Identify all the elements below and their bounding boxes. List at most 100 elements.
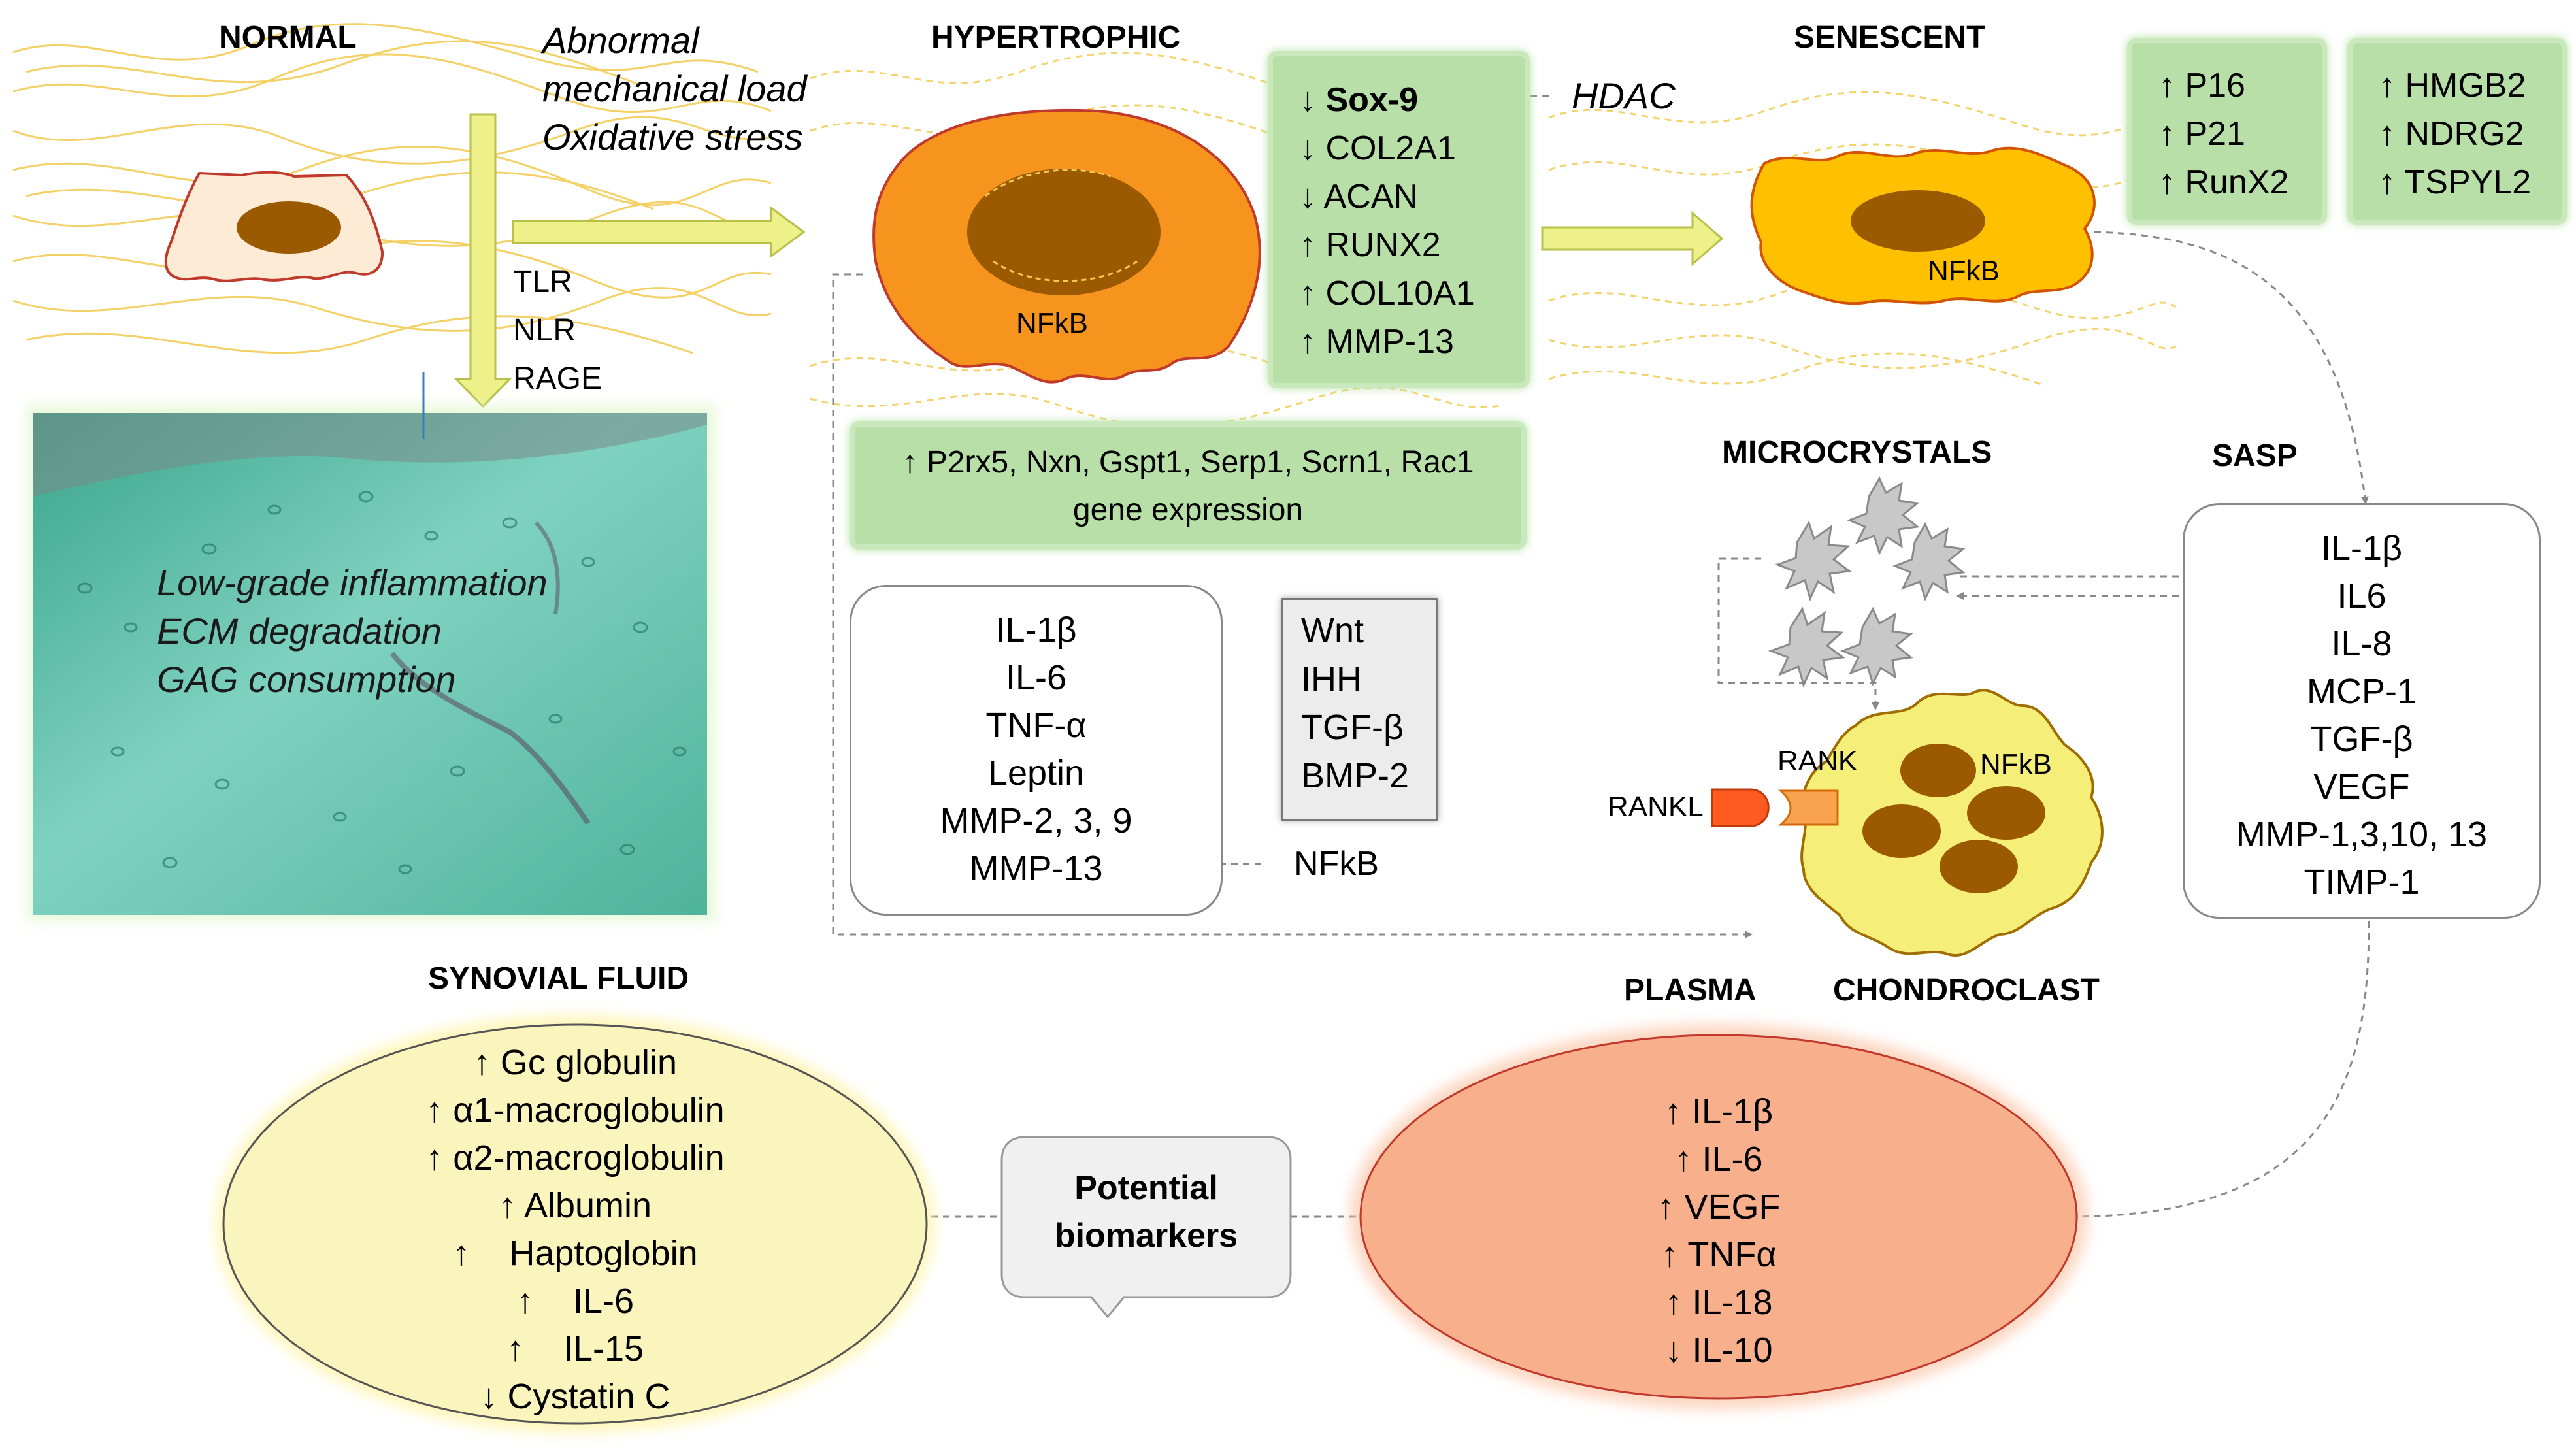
senescent-markers-box-b: ↑ HMGB2 ↑ NDRG2 ↑ TSPYL2 [2347, 38, 2567, 225]
arrow-icon: ↓ [1664, 1330, 1683, 1370]
chondroclast-nfkb-label: NFkB [1980, 748, 2052, 780]
hdac-label: HDAC [1572, 75, 1676, 116]
synovial-biomarker-list: ↑ Gc globulin ↑ α1-macroglobulin ↑ α2-ma… [379, 1039, 771, 1421]
stress-labels: Abnormal mechanical load Oxidative stres… [542, 16, 807, 161]
senescent-markers-box-a: ↑ P16 ↑ P21 ↑ RunX2 [2127, 38, 2327, 225]
marker-row: ↑ P16 [2158, 61, 2288, 110]
arrow-icon: ↑ [1664, 1092, 1682, 1131]
tissue-effect: Low-grade inflammation [157, 562, 548, 603]
arrow-icon: ↑ [2158, 163, 2175, 201]
receptor-list: TLR NLR RAGE [513, 260, 602, 405]
rankl-ligand [1711, 788, 1770, 827]
biomarker-name: IL-6 [572, 1281, 635, 1321]
right-arrow-hypertrophic [512, 206, 806, 258]
chondroclast-cell [1800, 689, 2104, 957]
right-arrow-senescent [1541, 210, 1724, 267]
heading-plasma: PLASMA [1624, 973, 1757, 1008]
biomarker-row: ↑ α2-macroglobulin [379, 1134, 771, 1182]
arrow-icon: ↑ [1664, 1283, 1683, 1322]
biomarker-name: IL-18 [1692, 1283, 1773, 1322]
gene-expression-box: ↑ P2rx5, Nxn, Gspt1, Serp1, Scrn1, Rac1 … [850, 421, 1527, 550]
marker-row: ↑ P21 [2158, 110, 2288, 158]
sasp-factor: MMP-1,3,10, 13 [2236, 815, 2488, 854]
biomarker-row: ↑ IL-1β [1555, 1088, 1882, 1136]
biomarker-name: Haptoglobin [509, 1234, 698, 1273]
signaling-factor: Wnt [1301, 611, 1364, 650]
biomarker-row: ↑ VEGF [1555, 1183, 1882, 1231]
hypertrophic-secreted-box: IL-1β IL-6 TNF-α Leptin MMP-2, 3, 9 MMP-… [850, 585, 1223, 916]
biomarker-row: ↑ IL-18 [1555, 1279, 1882, 1327]
marker-name: Sox-9 [1325, 81, 1419, 119]
heading-normal: NORMAL [219, 20, 357, 55]
secreted-factor: MMP-13 [969, 849, 1103, 888]
arrow-icon: ↑ [452, 1234, 471, 1273]
arrow-icon: ↑ [1674, 1140, 1693, 1179]
biomarker-name: Gc globulin [500, 1043, 678, 1082]
arrow-icon: ↑ [516, 1281, 534, 1321]
marker-row: ↑ MMP-13 [1299, 318, 1475, 366]
secreted-list: IL-1β IL-6 TNF-α Leptin MMP-2, 3, 9 MMP-… [851, 606, 1221, 893]
stress-label: mechanical load [542, 68, 807, 109]
signaling-box: Wnt IHH TGF-β BMP-2 [1281, 598, 1438, 821]
biomarker-row: ↑ α1-macroglobulin [379, 1087, 771, 1134]
arrow-icon: ↑ [425, 1091, 444, 1130]
arrow-icon: ↑ [1299, 226, 1316, 264]
arrow-icon: ↑ [425, 1138, 444, 1178]
hypertrophic-nucleus [967, 169, 1161, 295]
arrow-icon: ↑ [902, 445, 918, 480]
sasp-factor: IL-8 [2331, 624, 2392, 663]
senescent-marker-list: ↑ P16 ↑ P21 ↑ RunX2 [2158, 61, 2288, 207]
biomarker-name: α2-macroglobulin [453, 1138, 725, 1178]
biomarker-row: ↑ IL-15 [379, 1325, 771, 1373]
heading-hypertrophic: HYPERTROPHIC [931, 20, 1181, 55]
biomarker-name: IL-6 [1702, 1140, 1763, 1179]
signaling-factor: BMP-2 [1301, 756, 1410, 795]
heading-sasp: SASP [2212, 438, 2298, 473]
signaling-factor: IHH [1301, 659, 1362, 699]
secreted-factor: TNF-α [985, 706, 1087, 745]
bubble-line: biomarkers [1054, 1217, 1238, 1255]
plasma-biomarker-list: ↑ IL-1β ↑ IL-6 ↑ VEGF ↑ TNFα ↑ IL-18 ↓ I… [1555, 1088, 1882, 1374]
senescent-nucleus [1851, 190, 1985, 252]
marker-row: ↓ ACAN [1299, 173, 1475, 221]
marker-row: ↑ RunX2 [2158, 158, 2288, 207]
arrow-icon: ↑ [2379, 163, 2396, 201]
heading-synovial-fluid: SYNOVIAL FLUID [428, 961, 689, 996]
rank-label: RANK [1777, 745, 1858, 777]
receptor-label: NLR [513, 313, 576, 348]
sasp-box: IL-1β IL6 IL-8 MCP-1 TGF-β VEGF MMP-1,3,… [2183, 503, 2541, 919]
marker-name: P21 [2185, 115, 2245, 153]
arrow-icon: ↓ [1299, 129, 1316, 167]
sasp-factor: IL-1β [2320, 529, 2403, 568]
tissue-image [33, 413, 707, 915]
marker-row: ↓ COL2A1 [1299, 124, 1475, 173]
stress-label: Abnormal [542, 20, 699, 61]
hypertrophic-markers-box: ↓ Sox-9 ↓ COL2A1 ↓ ACAN ↑ RUNX2 ↑ COL10A… [1268, 51, 1530, 388]
receptor-label: RAGE [513, 361, 603, 396]
arrow-icon: ↑ [2158, 67, 2175, 105]
marker-name: ACAN [1323, 178, 1419, 216]
sasp-factor: MCP-1 [2306, 672, 2417, 711]
arrow-icon: ↑ [2158, 115, 2175, 153]
biomarker-name: IL-10 [1692, 1330, 1773, 1370]
arrow-icon: ↑ [1660, 1235, 1679, 1274]
gene-expression-line: gene expression [1072, 493, 1304, 527]
chondroclast-nucleus [1862, 804, 1941, 858]
rank-receptor [1777, 789, 1839, 826]
stress-label: Oxidative stress [542, 116, 803, 157]
signaling-factor: TGF-β [1301, 708, 1404, 747]
arrow-icon: ↑ [1657, 1187, 1675, 1227]
arrow-icon: ↑ [1299, 323, 1316, 361]
hypertrophic-nfkb-label: NFkB [1016, 307, 1088, 339]
sasp-factor: TIMP-1 [2304, 863, 2420, 902]
synovial-fluid-ellipse [222, 1023, 928, 1425]
biomarkers-bubble [1000, 1136, 1292, 1319]
tissue-effect: ECM degradation [157, 610, 442, 652]
marker-name: COL10A1 [1325, 274, 1475, 312]
arrow-icon: ↑ [472, 1043, 491, 1082]
marker-name: MMP-13 [1325, 323, 1454, 361]
chondroclast-nucleus [1967, 786, 2045, 840]
marker-row: ↑ HMGB2 [2379, 61, 2531, 110]
secreted-factor: IL-6 [1005, 658, 1067, 697]
